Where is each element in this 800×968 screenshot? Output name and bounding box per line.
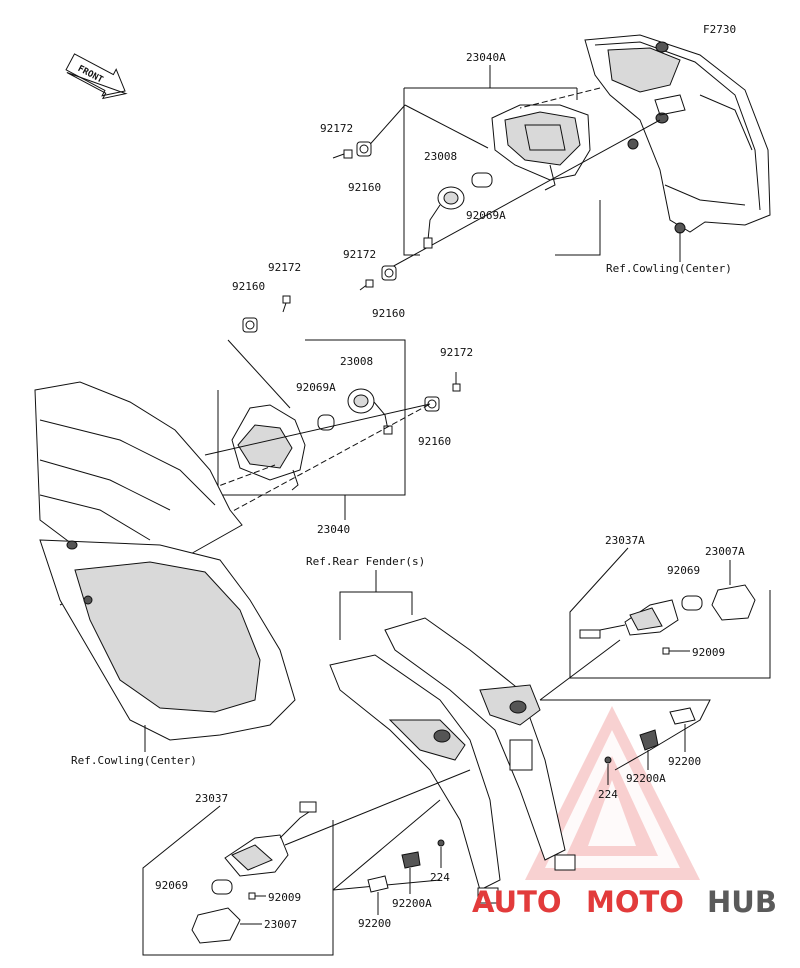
grommet-92160-d bbox=[424, 396, 440, 412]
label-92172-b: 92172 bbox=[343, 248, 376, 261]
label-92160-b: 92160 bbox=[372, 307, 405, 320]
label-23040: 23040 bbox=[317, 523, 350, 536]
screw-92172-a bbox=[332, 149, 353, 159]
label-92172-a: 92172 bbox=[320, 122, 353, 135]
plate-92200-left bbox=[367, 875, 389, 893]
label-224-left: 224 bbox=[430, 871, 450, 884]
cowling-center-bottom bbox=[34, 381, 296, 741]
lens-23007A bbox=[711, 560, 756, 621]
screw-92172-d bbox=[452, 372, 461, 392]
watermark-hub: HUB bbox=[707, 885, 777, 919]
label-92200-right: 92200 bbox=[668, 755, 701, 768]
lens-23007 bbox=[191, 907, 241, 944]
label-92069-left: 92069 bbox=[155, 879, 188, 892]
screw-92172-b bbox=[359, 279, 374, 291]
nut-224-right bbox=[604, 756, 612, 764]
label-92069A-mid: 92069A bbox=[296, 381, 336, 394]
cowling-center-top bbox=[584, 34, 771, 234]
label-23040A: 23040A bbox=[466, 51, 506, 64]
label-23008-top: 23008 bbox=[424, 150, 457, 163]
socket-23008-mid bbox=[347, 388, 393, 435]
watermark-auto: AUTO bbox=[472, 885, 562, 919]
grommet-92160-b bbox=[381, 265, 397, 281]
label-92069A-top: 92069A bbox=[466, 209, 506, 222]
label-224-right: 224 bbox=[598, 788, 618, 801]
label-92009-left: 92009 bbox=[268, 891, 301, 904]
label-92160-a: 92160 bbox=[348, 181, 381, 194]
grommet-92160-c bbox=[242, 317, 258, 333]
bulb-92069-right bbox=[681, 595, 703, 611]
label-92200-left: 92200 bbox=[358, 917, 391, 930]
label-92160-c: 92160 bbox=[232, 280, 265, 293]
screw-92172-c bbox=[282, 295, 291, 313]
turn-signal-23040 bbox=[231, 404, 306, 491]
ref-cowling-top: Ref.Cowling(Center) bbox=[606, 262, 732, 275]
label-92009-right: 92009 bbox=[692, 646, 725, 659]
turn-signal-23037A bbox=[579, 599, 679, 639]
label-23007: 23007 bbox=[264, 918, 297, 931]
plate-92200-right bbox=[669, 707, 696, 725]
rear-fender-bracket bbox=[329, 617, 576, 904]
label-92069-right: 92069 bbox=[667, 564, 700, 577]
front-arrow-icon: FRONT bbox=[65, 53, 128, 100]
label-92160-d: 92160 bbox=[418, 435, 451, 448]
plate-92200A-left bbox=[401, 851, 421, 869]
screw-92009-left bbox=[248, 892, 266, 900]
ref-rear-fender: Ref.Rear Fender(s) bbox=[306, 555, 425, 568]
label-23037: 23037 bbox=[195, 792, 228, 805]
diagram-code: F2730 bbox=[703, 23, 736, 36]
socket-23008-top bbox=[423, 186, 465, 249]
watermark-text: AUTO MOTO HUB bbox=[472, 885, 777, 919]
watermark-moto: MOTO bbox=[586, 885, 684, 919]
label-23037A: 23037A bbox=[605, 534, 645, 547]
bulb-92069-left bbox=[211, 879, 233, 895]
bulb-92069A-top bbox=[471, 172, 493, 188]
label-92172-c: 92172 bbox=[268, 261, 301, 274]
label-92172-d: 92172 bbox=[440, 346, 473, 359]
ref-cowling-bottom: Ref.Cowling(Center) bbox=[71, 754, 197, 767]
watermark-logo bbox=[525, 706, 700, 880]
plate-92200A-right bbox=[639, 729, 659, 751]
turn-signal-23037 bbox=[224, 801, 317, 877]
label-92200A-left: 92200A bbox=[392, 897, 432, 910]
label-23007A: 23007A bbox=[705, 545, 745, 558]
screw-92009-right bbox=[662, 647, 690, 655]
label-92200A-right: 92200A bbox=[626, 772, 666, 785]
nut-224-left bbox=[437, 839, 445, 847]
turn-signal-23040A bbox=[491, 104, 591, 191]
grommet-92160-a bbox=[356, 141, 372, 157]
label-23008-mid: 23008 bbox=[340, 355, 373, 368]
